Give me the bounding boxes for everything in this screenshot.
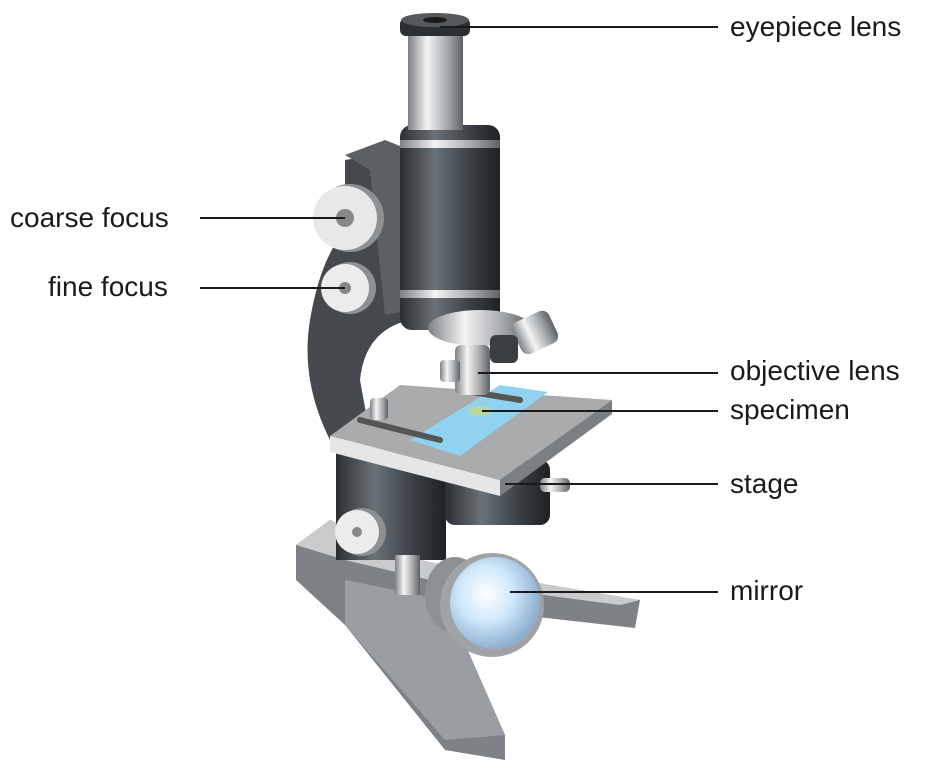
- base: [296, 520, 640, 760]
- label-eyepiece-lens: eyepiece lens: [730, 11, 902, 42]
- label-specimen: specimen: [730, 394, 850, 425]
- stage-platform: [330, 385, 612, 496]
- body-tube: [400, 13, 500, 330]
- label-mirror: mirror: [730, 575, 804, 606]
- eyepiece: [408, 30, 463, 130]
- label-stage: stage: [730, 468, 799, 499]
- mirror-part: [425, 553, 544, 657]
- label-objective-lens: objective lens: [730, 355, 900, 386]
- label-fine-focus: fine focus: [48, 271, 168, 302]
- objective: [455, 345, 490, 395]
- leader-lines: [200, 26, 718, 593]
- specimen-spot: [468, 406, 492, 416]
- nosepiece: [428, 310, 559, 395]
- slide: [410, 385, 548, 456]
- lower-knob: [335, 508, 386, 556]
- label-coarse-focus: coarse focus: [10, 202, 169, 233]
